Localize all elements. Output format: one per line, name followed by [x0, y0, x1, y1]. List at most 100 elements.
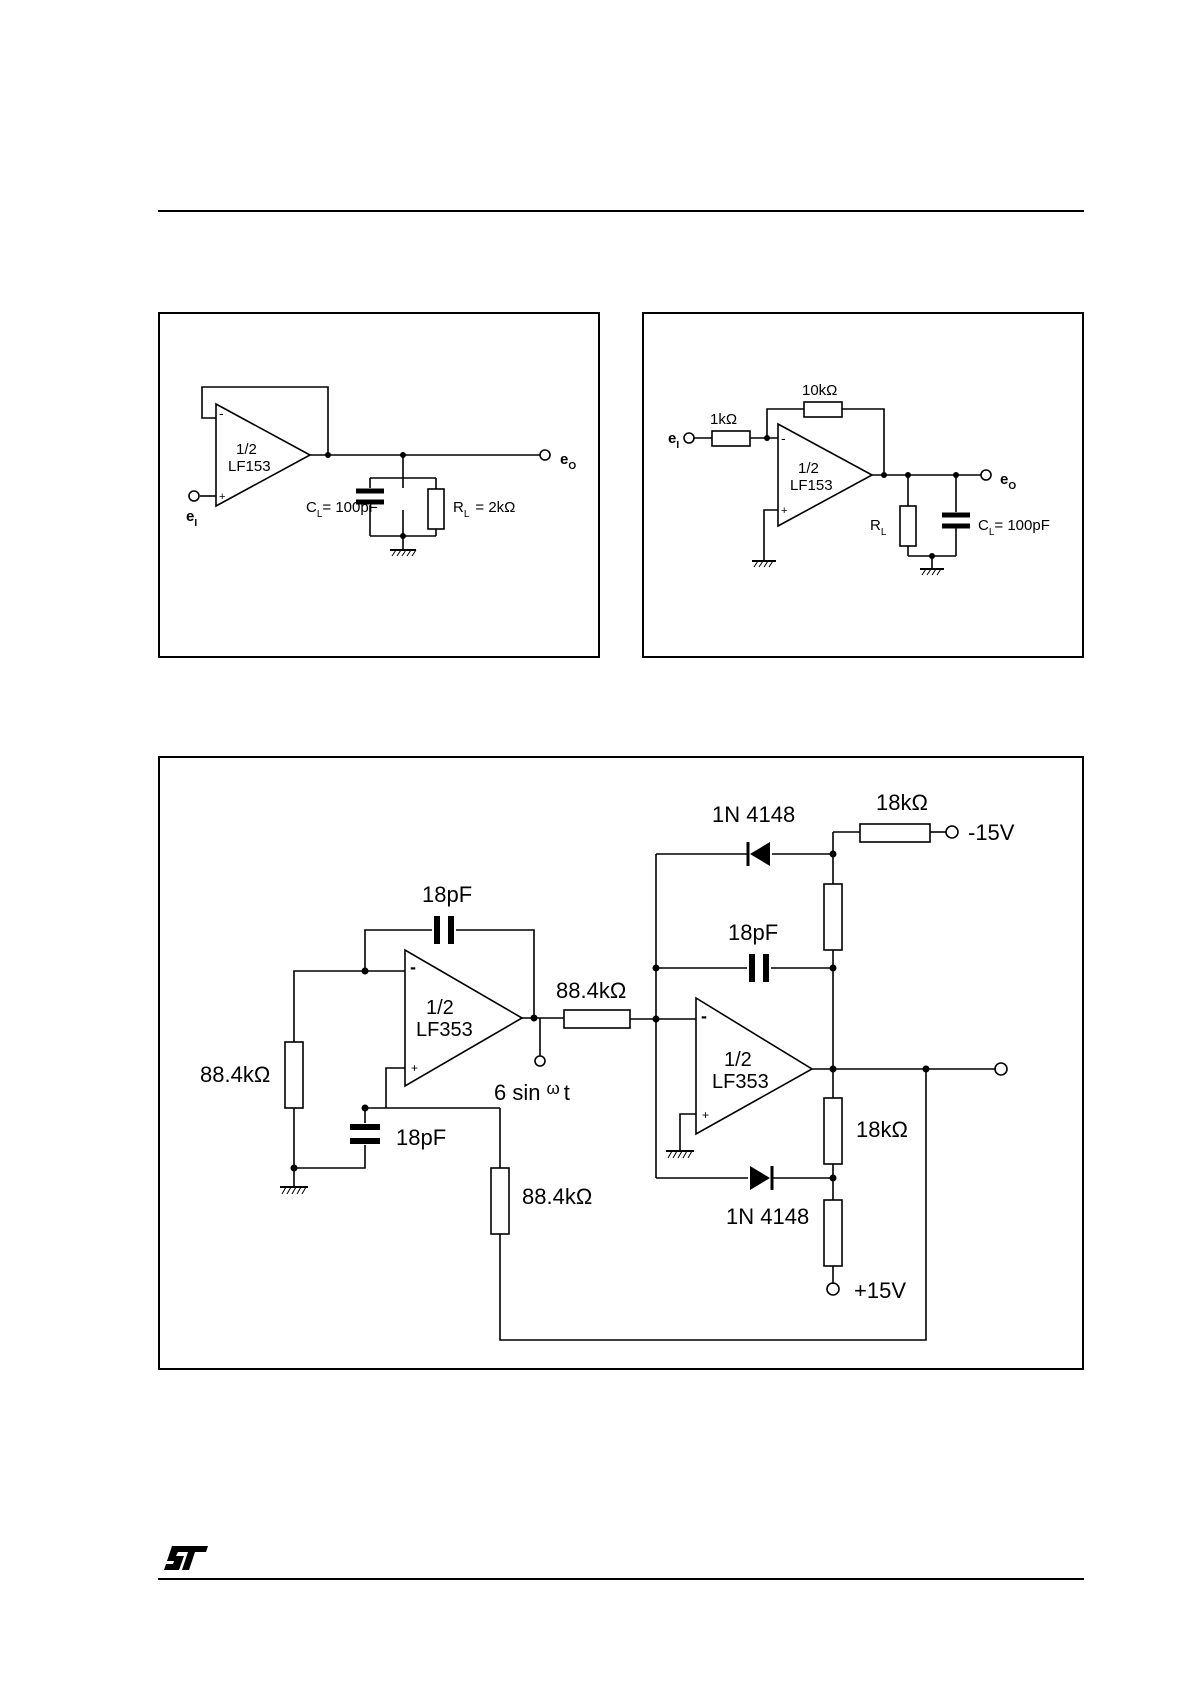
- feedback-resistor: [803, 401, 843, 418]
- junction-dot: [325, 452, 331, 458]
- inverting-sign: -: [219, 405, 224, 421]
- dual-opamp-schematic: - + 1/2 LF353 - + 1/2 LF353 18pF 18pF 18…: [200, 790, 1015, 1341]
- feedback-loop-wire: [499, 1069, 927, 1341]
- junction-dot: [829, 1174, 837, 1182]
- bottom-right-resistor: [823, 1199, 843, 1267]
- opamp1-half-label: 1/2: [426, 997, 454, 1019]
- output-terminal: [994, 1062, 1008, 1076]
- res-label: RL= 2kΩ: [453, 499, 515, 520]
- cap-label: CL= 100pF: [306, 499, 378, 520]
- junction-dot: [290, 1164, 298, 1172]
- load-resistor: [427, 488, 445, 530]
- input-label: eI: [668, 430, 679, 451]
- opamp2-plus: +: [702, 1108, 709, 1122]
- cap-fb1-label: 18pF: [422, 882, 472, 907]
- top-resistor: [859, 823, 931, 843]
- opamp-half-label: 1/2: [236, 441, 257, 458]
- cap-gnd-label: 18pF: [396, 1125, 446, 1150]
- input-resistor-label: 1kΩ: [710, 411, 737, 428]
- opamp-half-label: 1/2: [798, 460, 819, 477]
- bottom-resistor-label: 88.4kΩ: [522, 1184, 592, 1209]
- opamp1-output-terminal: [534, 1055, 546, 1067]
- output-label: eO: [1000, 471, 1016, 492]
- lower-right-resistor: [823, 1097, 843, 1165]
- junction-dot: [764, 435, 770, 441]
- opamp-part-label: LF153: [228, 458, 271, 475]
- junction-dot: [652, 1015, 660, 1023]
- ground-hatch: [753, 560, 942, 576]
- middle-resistor: [563, 1009, 631, 1029]
- figure-dual-opamp-circuit: - + 1/2 LF353 - + 1/2 LF353 18pF 18pF 18…: [158, 756, 1084, 1370]
- opamp-symbol: [215, 402, 312, 508]
- inverter-schematic: - + 1/2 LF153 1kΩ 10kΩ eI eO RL CL= 100p…: [668, 382, 1050, 576]
- st-logo: [164, 1546, 208, 1570]
- junction-dot: [905, 472, 911, 478]
- noninverting-sign: +: [219, 491, 225, 503]
- diode-bottom: [750, 1166, 774, 1190]
- opamp-part-label: LF153: [790, 477, 833, 494]
- junction-dot: [361, 1104, 369, 1112]
- ground-hatch: [391, 549, 417, 557]
- diode-top-label: 1N 4148: [712, 802, 795, 827]
- left-resistor: [284, 1041, 304, 1109]
- ground-capacitor: [350, 1124, 380, 1144]
- middle-resistor-label: 88.4kΩ: [556, 978, 626, 1003]
- opamp1-plus: +: [411, 1061, 418, 1075]
- junction-dot: [361, 967, 369, 975]
- junction-dot: [652, 964, 660, 972]
- res-label: RL: [870, 517, 887, 538]
- opamp2-minus: -: [701, 1006, 707, 1026]
- opamp1-minus: -: [410, 957, 416, 977]
- pos-supply-terminal: [826, 1282, 840, 1296]
- noninverting-sign: +: [781, 505, 787, 517]
- junction-dot: [400, 452, 406, 458]
- junction-dot: [530, 1014, 538, 1022]
- diode-top: [746, 842, 770, 866]
- junction-dot: [829, 850, 837, 858]
- output-label: eO: [560, 451, 576, 472]
- top-resistor-label: 18kΩ: [876, 790, 928, 815]
- cap-label: CL= 100pF: [978, 517, 1050, 538]
- input-label: eI: [186, 508, 197, 529]
- upper-right-resistor: [823, 883, 843, 951]
- figure-inverting-amplifier: - + 1/2 LF153 1kΩ 10kΩ eI eO RL CL= 100p…: [642, 312, 1084, 658]
- pos-supply-label: +15V: [854, 1278, 906, 1303]
- opamp-symbol: [777, 422, 874, 528]
- junction-dot: [953, 472, 959, 478]
- load-resistor: [899, 505, 917, 547]
- right-resistor-label: 18kΩ: [856, 1117, 908, 1142]
- footer-rule: [158, 1578, 1084, 1580]
- opamp1-symbol: [404, 948, 524, 1088]
- junction-dot: [829, 1065, 837, 1073]
- load-capacitor: [356, 488, 384, 505]
- junction-dot: [829, 964, 837, 972]
- opamp2-part-label: LF353: [712, 1071, 769, 1093]
- input-terminal: [188, 490, 200, 502]
- bottom-resistor: [490, 1167, 510, 1235]
- input-resistor: [711, 430, 751, 447]
- opamp1-part-label: LF353: [416, 1019, 473, 1041]
- figure-voltage-follower: - + 1/2 LF153 eI eO CL= 100pF RL= 2kΩ: [158, 312, 600, 658]
- feedback-wire: [201, 386, 329, 455]
- opamp2-symbol: [695, 996, 814, 1136]
- feedback-resistor-label: 10kΩ: [802, 382, 837, 399]
- input-terminal: [683, 432, 695, 444]
- output-terminal: [980, 469, 992, 481]
- left-resistor-label: 88.4kΩ: [200, 1062, 270, 1087]
- junction-dot: [929, 553, 935, 559]
- header-rule: [158, 210, 1084, 212]
- junction-dot: [922, 1065, 930, 1073]
- junction-dot: [400, 533, 406, 539]
- junction-dot: [881, 472, 887, 478]
- ground-hatch: [281, 1150, 693, 1195]
- neg-supply-terminal: [945, 825, 959, 839]
- feedback-capacitor-2: [749, 954, 769, 982]
- opamp2-half-label: 1/2: [724, 1049, 752, 1071]
- follower-schematic: - + 1/2 LF153 eI eO CL= 100pF RL= 2kΩ: [186, 386, 576, 557]
- neg-supply-label: -15V: [968, 820, 1015, 845]
- diode-bottom-label: 1N 4148: [726, 1204, 809, 1229]
- inverting-sign: -: [781, 430, 786, 446]
- feedback-capacitor-1: [434, 916, 454, 944]
- load-capacitor: [942, 512, 970, 529]
